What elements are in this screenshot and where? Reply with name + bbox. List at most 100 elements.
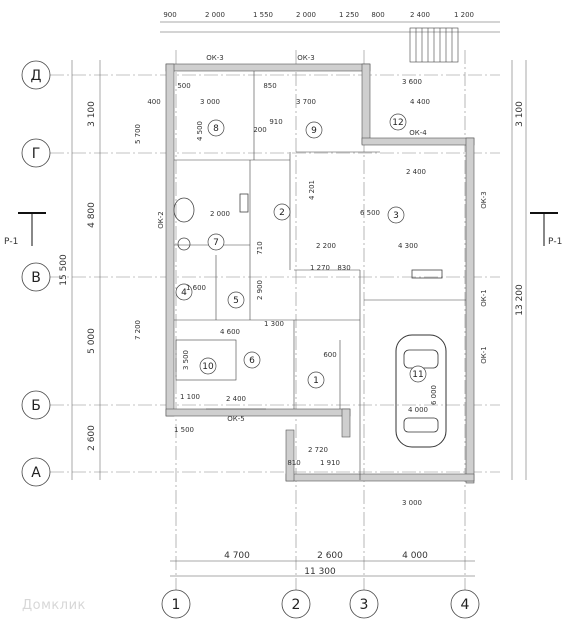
section-marker-right: Р-1 [530,212,562,247]
svg-text:4 000: 4 000 [402,551,428,561]
svg-text:1 300: 1 300 [264,320,284,328]
top-dimension-chain: 900 2 000 1 550 2 000 1 250 800 2 400 1 … [160,11,500,33]
svg-text:5 000: 5 000 [87,328,97,354]
svg-text:4 500: 4 500 [196,121,204,141]
svg-text:10: 10 [202,362,214,372]
svg-text:3: 3 [393,211,399,221]
stairs [409,27,459,63]
svg-text:500: 500 [177,82,190,90]
svg-text:6 500: 6 500 [360,209,380,217]
svg-text:15 500: 15 500 [59,254,69,286]
svg-text:900: 900 [163,11,176,19]
svg-text:710: 710 [256,241,264,254]
svg-text:4: 4 [181,288,187,298]
axis-label-d: Д [31,68,42,84]
axis-label-2: 2 [292,597,301,613]
svg-text:ОК-3: ОК-3 [206,54,223,62]
svg-text:200: 200 [253,126,266,134]
svg-text:400: 400 [147,98,160,106]
svg-text:600: 600 [323,351,336,359]
svg-text:4 600: 4 600 [220,328,240,336]
svg-text:Р-1: Р-1 [548,237,562,247]
svg-text:3 500: 3 500 [182,350,190,370]
svg-text:800: 800 [371,11,384,19]
svg-text:1 500: 1 500 [174,426,194,434]
axis-label-4: 4 [461,597,470,613]
svg-text:2 900: 2 900 [256,280,264,300]
svg-text:1: 1 [313,376,319,386]
axis-label-b: Б [31,398,41,414]
svg-text:ОК-3: ОК-3 [480,191,488,208]
svg-text:11 300: 11 300 [304,567,336,577]
svg-text:1 200: 1 200 [454,11,474,19]
svg-text:2 200: 2 200 [316,242,336,250]
bath-fixtures [173,193,443,279]
svg-text:ОК-2: ОК-2 [157,211,165,228]
svg-text:ОК-3: ОК-3 [297,54,314,62]
svg-text:4 300: 4 300 [398,242,418,250]
svg-text:850: 850 [263,82,276,90]
svg-text:2 600: 2 600 [317,551,343,561]
left-dimension-chain: 3 100 4 800 5 000 2 600 15 500 [59,60,101,480]
svg-text:6 000: 6 000 [430,385,438,405]
room-dimensions: 3 000 3 700 3 600 4 400 4 500 6 500 4 60… [134,78,438,507]
svg-text:910: 910 [269,118,282,126]
svg-text:6: 6 [249,356,255,366]
exterior-walls [165,63,475,484]
svg-text:8: 8 [213,124,219,134]
interior-walls [174,71,466,480]
row-axis-markers: Д Г В Б А [21,60,51,487]
svg-text:1 910: 1 910 [320,459,340,467]
svg-text:810: 810 [287,459,300,467]
svg-text:4 000: 4 000 [408,406,428,414]
svg-text:3 100: 3 100 [515,101,525,127]
svg-text:5 700: 5 700 [134,124,142,144]
svg-text:ОК-5: ОК-5 [227,415,244,423]
svg-text:2 000: 2 000 [210,210,230,218]
axis-label-3: 3 [360,597,369,613]
small-dimensions: 400 500 850 200 910 600 710 1 270 830 1 … [147,82,350,467]
svg-text:7 200: 7 200 [134,320,142,340]
svg-text:ОК-4: ОК-4 [409,129,427,137]
svg-text:4 800: 4 800 [87,202,97,228]
svg-text:2 000: 2 000 [296,11,316,19]
svg-text:7: 7 [213,238,219,248]
right-dimension-chain: 3 100 13 200 [511,60,527,480]
section-marker-left: Р-1 [4,212,46,247]
svg-text:ОК-1: ОК-1 [480,346,488,363]
svg-text:1 270: 1 270 [310,264,330,272]
svg-text:1 250: 1 250 [339,11,359,19]
svg-text:13 200: 13 200 [515,284,525,316]
svg-text:2 400: 2 400 [406,168,426,176]
svg-text:9: 9 [311,126,317,136]
svg-text:3 000: 3 000 [200,98,220,106]
svg-text:1 600: 1 600 [186,284,206,292]
axis-label-v: В [31,270,41,286]
car-icon [395,334,447,448]
svg-text:2 400: 2 400 [226,395,246,403]
axis-label-1: 1 [172,597,181,613]
svg-text:1 550: 1 550 [253,11,273,19]
window-labels: ОК-3 ОК-3 ОК-4 ОК-2 ОК-3 ОК-1 ОК-1 ОК-5 [157,54,488,423]
svg-text:4 700: 4 700 [224,551,250,561]
watermark-logo: Домклик [22,598,86,613]
svg-text:3 000: 3 000 [402,499,422,507]
svg-text:11: 11 [412,370,423,380]
svg-text:4 201: 4 201 [308,180,316,200]
svg-text:2 600: 2 600 [87,425,97,451]
column-axis-markers: 1 2 3 4 [161,589,480,619]
svg-text:Р-1: Р-1 [4,237,18,247]
svg-text:830: 830 [337,264,350,272]
svg-text:3 600: 3 600 [402,78,422,86]
axis-label-a: А [31,465,41,481]
svg-text:5: 5 [233,296,239,306]
axis-label-g: Г [32,146,41,162]
svg-text:3 700: 3 700 [296,98,316,106]
svg-text:4 400: 4 400 [410,98,430,106]
svg-text:2 000: 2 000 [205,11,225,19]
svg-text:2: 2 [279,208,285,218]
svg-text:2 720: 2 720 [308,446,328,454]
svg-text:2 400: 2 400 [410,11,430,19]
room-markers: 1 2 3 4 5 6 7 8 9 10 11 12 [175,113,427,389]
